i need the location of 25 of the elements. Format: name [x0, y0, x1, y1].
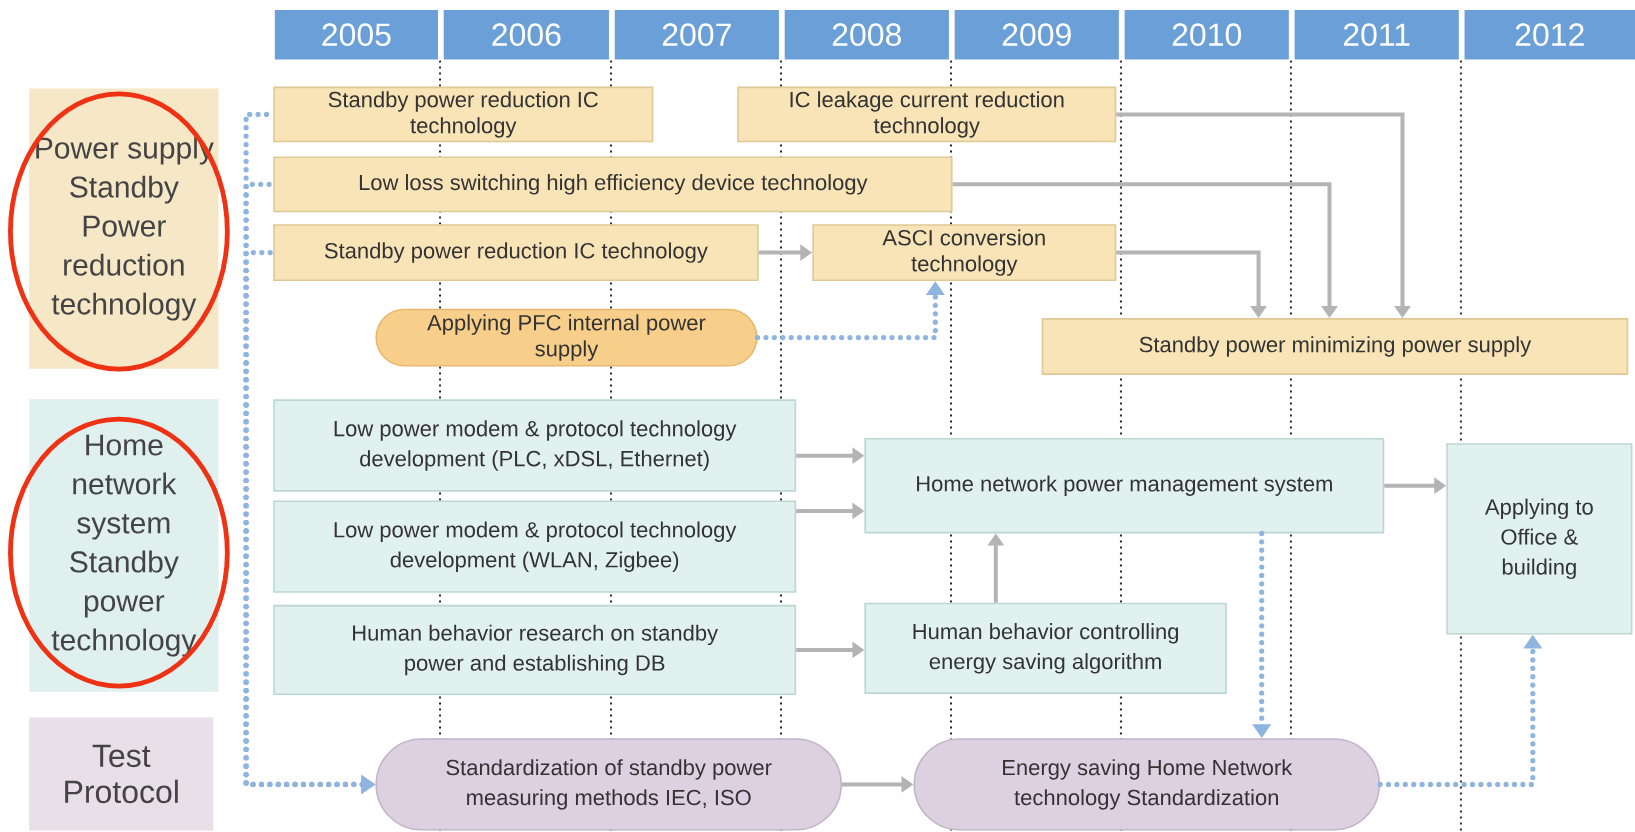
year-header: 2009 [953, 8, 1121, 61]
process-box: Standby power reduction IC technology [273, 86, 654, 143]
category-band: Test Protocol [29, 717, 214, 831]
process-box: Standby power minimizing power supply [1041, 318, 1629, 375]
process-box: Human behavior controlling energy saving algorithm [864, 602, 1227, 694]
rounded-box: Energy saving Home Network technology Standardization [913, 738, 1381, 831]
process-box: IC leakage current reduction technology [737, 86, 1117, 143]
process-box: Applying to Office & building [1446, 443, 1633, 635]
process-box: Low power modem & protocol technology development (PLC, xDSL, Ethernet) [273, 399, 797, 492]
year-header: 2006 [442, 8, 611, 61]
process-box: Standby power reduction IC technology [273, 224, 759, 282]
process-box: Home network power management system [864, 437, 1385, 534]
category-band: Home network system Standby power technology [29, 399, 219, 692]
year-header: 2011 [1293, 8, 1461, 61]
year-header: 2010 [1123, 8, 1291, 61]
process-box: Low loss switching high efficiency device technology [273, 156, 953, 213]
rounded-box: Standardization of standby power measuring methods IEC, ISO [375, 738, 843, 831]
year-header: 2007 [613, 8, 781, 61]
process-box: Low power modem & protocol technology development (WLAN, Zigbee) [273, 500, 797, 593]
year-header: 2012 [1462, 8, 1635, 61]
year-header: 2005 [273, 8, 440, 61]
process-box: Human behavior research on standby power and establishing DB [273, 604, 797, 695]
year-header: 2008 [783, 8, 951, 61]
rounded-box: Applying PFC internal power supply [375, 308, 758, 367]
process-box: ASCI conversion technology [812, 224, 1117, 282]
